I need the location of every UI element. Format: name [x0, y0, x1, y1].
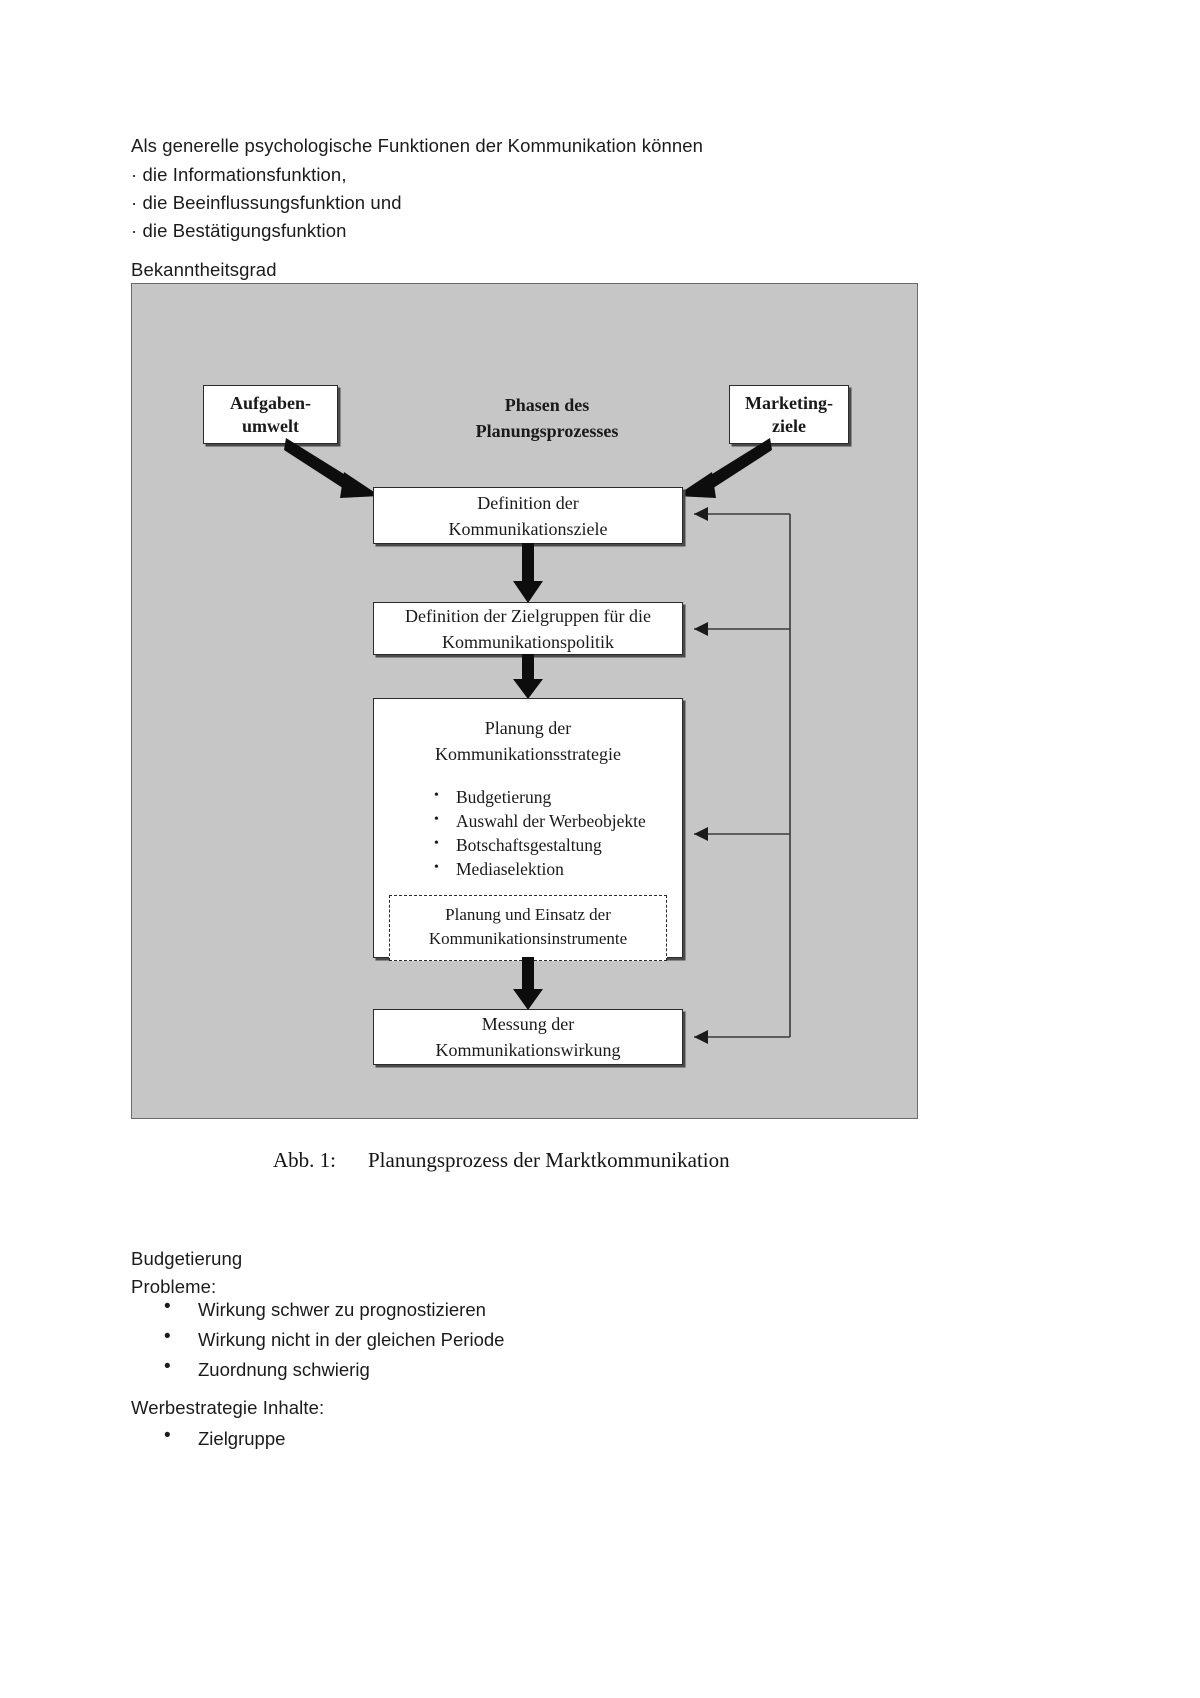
node-aufgabenumwelt: Aufgaben- umwelt	[203, 385, 338, 444]
figure-planungsprozess: Phasen des Planungsprozesses Aufgaben- u…	[131, 283, 918, 1119]
node-strategie-title: Planung der Kommunikationsstrategie	[374, 715, 682, 767]
werbestrategie-list: Zielgruppe	[160, 1421, 285, 1454]
strategie-bullet-3: Mediaselektion	[430, 856, 682, 881]
flow-arrow-1	[513, 543, 543, 603]
node-marketingziele-line1: Marketing-	[745, 392, 833, 413]
figure-heading: Phasen des Planungsprozesses	[442, 392, 652, 444]
lower-headings: Budgetierung Probleme:	[131, 1245, 242, 1301]
node-marketingziele: Marketing- ziele	[729, 385, 849, 444]
node-instrumente-line2: Kommunikationsinstrumente	[428, 929, 628, 948]
figure-heading-line2: Planungsprozesses	[475, 421, 619, 441]
arrow-aufgabenumwelt-to-ziele	[282, 436, 392, 498]
arrow-marketingziele-to-ziele	[664, 436, 774, 498]
node-strategie-line2: Kommunikationsstrategie	[435, 744, 621, 764]
lower-subheading-probleme: Probleme:	[131, 1276, 217, 1297]
intro-item-0: · die Informationsfunktion,	[131, 164, 347, 185]
node-strategie-line1: Planung der	[484, 718, 572, 738]
node-messung-kommunikationswirkung: Messung der Kommunikationswirkung	[373, 1009, 683, 1065]
strategie-bullet-0: Budgetierung	[430, 784, 682, 809]
flow-arrow-2	[513, 654, 543, 699]
node-aufgabenumwelt-line2: umwelt	[242, 415, 299, 436]
intro-item-2: · die Bestätigungsfunktion	[131, 220, 347, 241]
flow-arrow-3	[513, 957, 543, 1010]
node-zielgruppen-line1: Definition der Zielgruppen für die	[405, 605, 651, 626]
node-marketingziele-line2: ziele	[772, 415, 806, 436]
node-definition-zielgruppen: Definition der Zielgruppen für die Kommu…	[373, 602, 683, 655]
problems-list: Wirkung schwer zu prognostizieren Wirkun…	[160, 1292, 504, 1385]
node-aufgabenumwelt-line1: Aufgaben-	[229, 392, 311, 413]
subheading-bekanntheitsgrad: Bekanntheitsgrad	[131, 259, 277, 280]
node-zielgruppen-line2: Kommunikationspolitik	[441, 631, 614, 652]
figure-heading-line1: Phasen des	[504, 395, 590, 415]
strategie-bullet-list: Budgetierung Auswahl der Werbeobjekte Bo…	[374, 784, 682, 881]
strategie-bullet-2: Botschaftsgestaltung	[430, 832, 682, 857]
intro-lead: Als generelle psychologische Funktionen …	[131, 135, 704, 156]
werbestrategie-heading: Werbestrategie Inhalte:	[131, 1397, 325, 1418]
node-planung-kommunikationsstrategie: Planung der Kommunikationsstrategie Budg…	[373, 698, 683, 961]
lower-heading-budgetierung: Budgetierung	[131, 1248, 243, 1269]
node-ziele-line2: Kommunikationsziele	[448, 518, 608, 539]
caption-label: Abb. 1:	[273, 1148, 336, 1172]
node-instrumente-line1: Planung und Einsatz der	[445, 905, 611, 924]
problem-item-1: Wirkung nicht in der gleichen Periode	[160, 1322, 504, 1355]
figure-caption: Abb. 1: Planungsprozess der Marktkommunik…	[273, 1148, 730, 1173]
werbestrategie-item-0: Zielgruppe	[160, 1421, 285, 1454]
intro-item-1: · die Beeinflussungsfunktion und	[131, 192, 402, 213]
node-messung-line1: Messung der	[481, 1014, 575, 1034]
problem-item-0: Wirkung schwer zu prognostizieren	[160, 1292, 504, 1325]
caption-text: Planungsprozess der Marktkommunikation	[368, 1148, 730, 1172]
node-ziele-line1: Definition der	[477, 492, 579, 513]
feedback-loop-arrows	[672, 484, 802, 1054]
problem-item-2: Zuordnung schwierig	[160, 1352, 504, 1385]
strategie-bullet-1: Auswahl der Werbeobjekte	[430, 808, 682, 833]
node-definition-kommunikationsziele: Definition der Kommunikationsziele	[373, 487, 683, 544]
node-kommunikationsinstrumente: Planung und Einsatz der Kommunikationsin…	[389, 895, 667, 961]
node-messung-line2: Kommunikationswirkung	[435, 1040, 621, 1060]
intro-paragraph: Als generelle psychologische Funktionen …	[131, 132, 703, 245]
